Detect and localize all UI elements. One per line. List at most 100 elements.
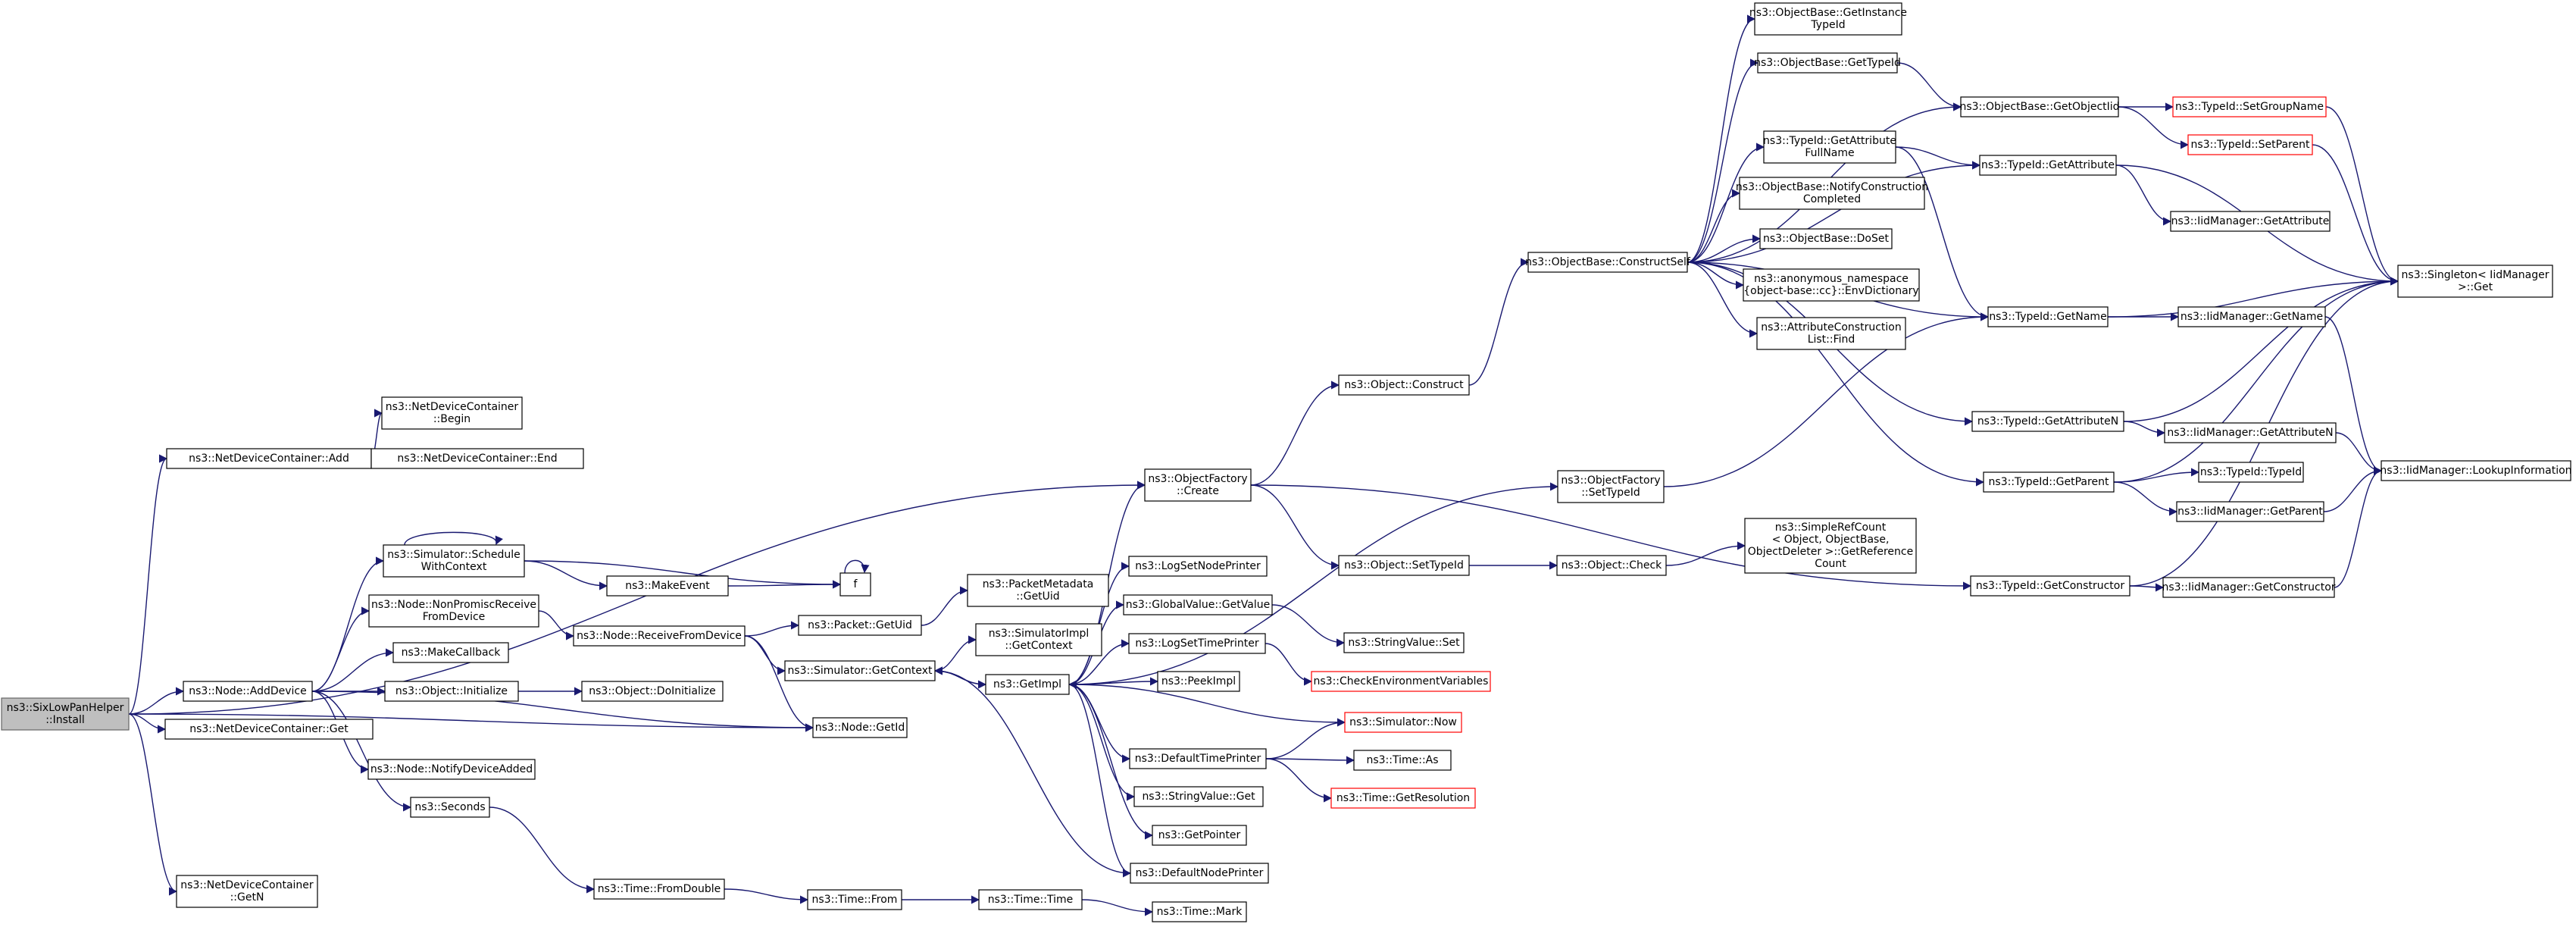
node-typeid-getconstructor[interactable]: ns3::TypeId::GetConstructor xyxy=(1970,575,2131,597)
edge-objbase-constructself-to-typeid-getattribute xyxy=(1687,161,1981,263)
node-stringvalue-set[interactable]: ns3::StringValue::Set xyxy=(1343,632,1465,653)
node-node-notify[interactable]: ns3::Node::NotifyDeviceAdded xyxy=(367,759,536,780)
node-ndc-getn-label: ::GetN xyxy=(230,891,264,904)
node-ndc-get[interactable]: ns3::NetDeviceContainer::Get xyxy=(164,719,374,740)
node-ndc-getn[interactable]: ns3::NetDeviceContainer::GetN xyxy=(176,875,318,908)
node-packet-getuid[interactable]: ns3::Packet::GetUid xyxy=(798,615,922,636)
node-iid-getattribute[interactable]: ns3::IidManager::GetAttribute xyxy=(2170,211,2331,232)
node-ndc-end[interactable]: ns3::NetDeviceContainer::End xyxy=(370,448,584,469)
node-objbase-getobjectiid[interactable]: ns3::ObjectBase::GetObjectIid xyxy=(1959,96,2120,117)
node-makecb[interactable]: ns3::MakeCallback xyxy=(392,642,509,663)
node-f[interactable]: f xyxy=(839,572,871,597)
node-objfact-create[interactable]: ns3::ObjectFactory::Create xyxy=(1144,468,1252,502)
node-obj-init[interactable]: ns3::Object::Initialize xyxy=(384,681,519,702)
node-iid-getattributen-label: ns3::IidManager::GetAttributeN xyxy=(2167,427,2333,439)
node-sim-getctx[interactable]: ns3::Simulator::GetContext xyxy=(784,660,936,681)
node-objbase-notify[interactable]: ns3::ObjectBase::NotifyConstructionCompl… xyxy=(1736,177,1928,210)
node-stringvalue-get-label: ns3::StringValue::Get xyxy=(1142,791,1255,803)
node-time-time[interactable]: ns3::Time::Time xyxy=(978,889,1083,910)
node-typeid-getname[interactable]: ns3::TypeId::GetName xyxy=(1987,306,2109,327)
node-obj-construct[interactable]: ns3::Object::Construct xyxy=(1338,374,1470,396)
node-objbase-constructself[interactable]: ns3::ObjectBase::ConstructSelf xyxy=(1525,252,1691,273)
node-getpointer-box xyxy=(1152,825,1247,846)
node-checkenv[interactable]: ns3::CheckEnvironmentVariables xyxy=(1311,671,1491,692)
node-node-recv[interactable]: ns3::Node::ReceiveFromDevice xyxy=(573,625,746,647)
node-obj-settypeid[interactable]: ns3::Object::SetTypeId xyxy=(1338,555,1470,576)
node-logsetnodeprinter-label: ns3::LogSetNodePrinter xyxy=(1135,560,1261,572)
node-obj-doinit-label: ns3::Object::DoInitialize xyxy=(589,685,715,697)
call-edges xyxy=(128,14,2399,916)
node-typeid-setgroupname[interactable]: ns3::TypeId::SetGroupName xyxy=(2172,96,2327,117)
node-f-box xyxy=(839,572,871,597)
node-attrconstr-find-box xyxy=(1756,317,1906,350)
node-objbase-gettypeid[interactable]: ns3::ObjectBase::GetTypeId xyxy=(1754,52,1901,74)
node-anon-envdict[interactable]: ns3::anonymous_namespace{object-base::cc… xyxy=(1743,268,1920,302)
node-pktmeta-getuid[interactable]: ns3::PacketMetadata::GetUid xyxy=(967,574,1109,607)
node-iid-getparent[interactable]: ns3::IidManager::GetParent xyxy=(2176,501,2324,522)
node-time-fromdouble[interactable]: ns3::Time::FromDouble xyxy=(593,878,725,900)
node-objbase-doset[interactable]: ns3::ObjectBase::DoSet xyxy=(1759,228,1893,249)
node-makeevent[interactable]: ns3::MakeEvent xyxy=(606,575,729,597)
edge-packet-getuid-to-pktmeta-getuid xyxy=(921,586,969,626)
node-sim-getctx-label: ns3::Simulator::GetContext xyxy=(787,665,933,677)
node-peekimpl[interactable]: ns3::PeekImpl xyxy=(1157,671,1240,692)
node-root-label: ::Install xyxy=(45,714,85,726)
node-iid-lookupinfo[interactable]: ns3::IidManager::LookupInformation xyxy=(2380,460,2572,481)
node-peekimpl-label: ns3::PeekImpl xyxy=(1161,675,1236,687)
node-node-adddev[interactable]: ns3::Node::AddDevice xyxy=(183,681,313,702)
node-sim-now[interactable]: ns3::Simulator::Now xyxy=(1344,712,1462,733)
node-typeid-getattribute[interactable]: ns3::TypeId::GetAttribute xyxy=(1979,155,2117,176)
edge-typeid-getparent-to-iid-getparent xyxy=(2113,481,2178,516)
node-iid-getname[interactable]: ns3::IidManager::GetName xyxy=(2177,306,2326,327)
node-stringvalue-get[interactable]: ns3::StringValue::Get xyxy=(1133,786,1264,807)
node-objbase-gettypeid-label: ns3::ObjectBase::GetTypeId xyxy=(1754,57,1901,69)
node-logsettimeprinter[interactable]: ns3::LogSetTimePrinter xyxy=(1128,633,1266,654)
node-ndc-begin[interactable]: ns3::NetDeviceContainer::Begin xyxy=(381,396,523,430)
node-getimpl[interactable]: ns3::GetImpl xyxy=(985,674,1070,695)
node-seconds[interactable]: ns3::Seconds xyxy=(410,797,490,818)
node-iid-getattributen[interactable]: ns3::IidManager::GetAttributeN xyxy=(2164,422,2337,443)
node-getpointer[interactable]: ns3::GetPointer xyxy=(1152,825,1247,846)
node-node-nonprom-label: FromDevice xyxy=(423,611,486,623)
node-sim-getctx-box xyxy=(784,660,936,681)
node-defaultnodeprinter[interactable]: ns3::DefaultNodePrinter xyxy=(1130,863,1269,884)
node-obj-doinit[interactable]: ns3::Object::DoInitialize xyxy=(581,681,724,702)
node-typeid-getattrfullname-label: ns3::TypeId::GetAttribute xyxy=(1763,135,1896,147)
node-simplerefcount[interactable]: ns3::SimpleRefCount< Object, ObjectBase,… xyxy=(1744,518,1917,574)
node-node-nonprom-box xyxy=(368,594,539,628)
node-time-getres[interactable]: ns3::Time::GetResolution xyxy=(1330,788,1476,809)
node-objfact-create-box xyxy=(1144,468,1252,502)
edge-obj-construct-to-objbase-constructself xyxy=(1468,258,1530,386)
node-singleton-get[interactable]: ns3::Singleton< IidManager>::Get xyxy=(2397,265,2553,298)
node-anon-envdict-label: ns3::anonymous_namespace xyxy=(1754,273,1909,285)
node-time-as[interactable]: ns3::Time::As xyxy=(1353,750,1452,771)
node-logsetnodeprinter[interactable]: ns3::LogSetNodePrinter xyxy=(1128,556,1268,577)
node-makecb-box xyxy=(392,642,509,663)
node-defaulttimeprinter[interactable]: ns3::DefaultTimePrinter xyxy=(1129,748,1267,769)
node-obj-check[interactable]: ns3::Object::Check xyxy=(1556,555,1667,576)
node-typeid-typeid[interactable]: ns3::TypeId::TypeId xyxy=(2198,462,2304,483)
node-typeid-getattributen[interactable]: ns3::TypeId::GetAttributeN xyxy=(1971,411,2124,432)
edge-obj-check-to-simplerefcount xyxy=(1665,541,1746,566)
node-typeid-getparent[interactable]: ns3::TypeId::GetParent xyxy=(1983,471,2115,493)
edge-defaulttimeprinter-to-sim-now xyxy=(1265,718,1346,759)
edge-objfact-settypeid-to-typeid-getname xyxy=(1663,312,1990,487)
node-simimpl-getctx[interactable]: ns3::SimulatorImpl::GetContext xyxy=(975,623,1102,656)
node-ndc-add[interactable]: ns3::NetDeviceContainer::Add xyxy=(166,448,372,469)
node-root[interactable]: ns3::SixLowPanHelper::Install xyxy=(1,697,130,731)
node-typeid-getattribute-box xyxy=(1979,155,2117,176)
node-objfact-settypeid[interactable]: ns3::ObjectFactory::SetTypeId xyxy=(1557,470,1665,503)
node-time-from[interactable]: ns3::Time::From xyxy=(807,889,902,910)
node-iid-getname-box xyxy=(2177,306,2326,327)
node-globalvalue-getvalue[interactable]: ns3::GlobalValue::GetValue xyxy=(1123,594,1273,615)
node-node-getid[interactable]: ns3::Node::GetId xyxy=(812,717,908,738)
node-time-mark[interactable]: ns3::Time::Mark xyxy=(1152,901,1247,922)
node-obj-check-box xyxy=(1556,555,1667,576)
node-iid-getconstructor[interactable]: ns3::IidManager::GetConstructor xyxy=(2162,577,2336,598)
node-typeid-setparent[interactable]: ns3::TypeId::SetParent xyxy=(2187,134,2313,155)
